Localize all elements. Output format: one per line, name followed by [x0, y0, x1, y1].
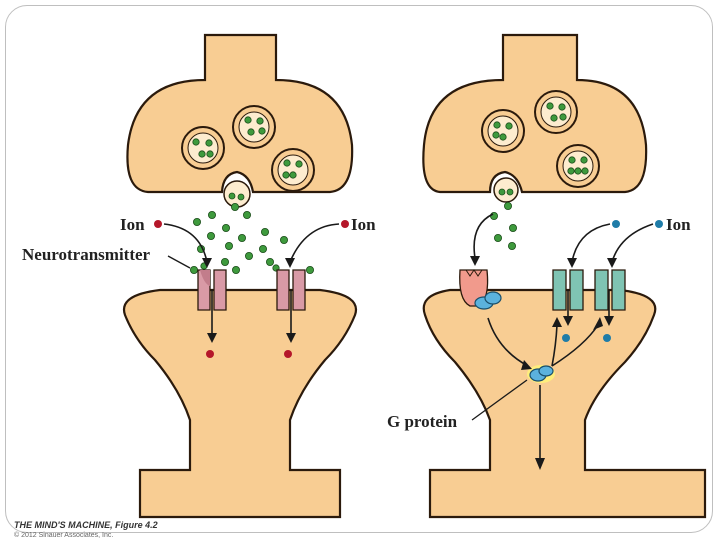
- right-ion-channel-2: [594, 269, 626, 311]
- caption-copyright: © 2012 Sinauer Associates, Inc.: [14, 531, 113, 539]
- right-blue-ions: [562, 220, 663, 342]
- right-ion-channel-1: [552, 269, 584, 311]
- neurotransmitter-label: Neurotransmitter: [22, 245, 151, 264]
- caption-figure: , Figure 4.2: [109, 520, 158, 530]
- g-protein-label: G protein: [387, 412, 458, 431]
- right-arrows: [473, 213, 654, 460]
- figure-caption: THE MIND'S MACHINE, Figure 4.2: [14, 520, 158, 530]
- left-arrowheads: [202, 258, 296, 343]
- g-protein-pointer: [471, 379, 528, 421]
- left-ion-channel-1: [197, 269, 227, 311]
- ion-label-middle: Ion: [351, 215, 376, 234]
- right-arrowheads: [470, 256, 617, 470]
- left-ion-channel-2: [276, 269, 306, 311]
- receptor-g-protein-complex: [474, 291, 502, 310]
- left-red-ions: [154, 220, 349, 358]
- g-protein: [527, 365, 555, 383]
- left-vesicle-neurotransmitters: [192, 116, 303, 201]
- left-postsynaptic-neuron: [122, 288, 358, 519]
- ion-label-right: Ion: [666, 215, 691, 234]
- caption-title: THE MIND'S MACHINE: [14, 520, 111, 530]
- neurotransmitter-pointer: [167, 255, 191, 269]
- right-vesicle-neurotransmitters: [492, 102, 589, 196]
- ion-label-left: Ion: [120, 215, 145, 234]
- right-cleft-neurotransmitters: [489, 201, 517, 250]
- right-postsynaptic-neuron: [422, 288, 707, 519]
- left-ion-arrows: [163, 223, 340, 335]
